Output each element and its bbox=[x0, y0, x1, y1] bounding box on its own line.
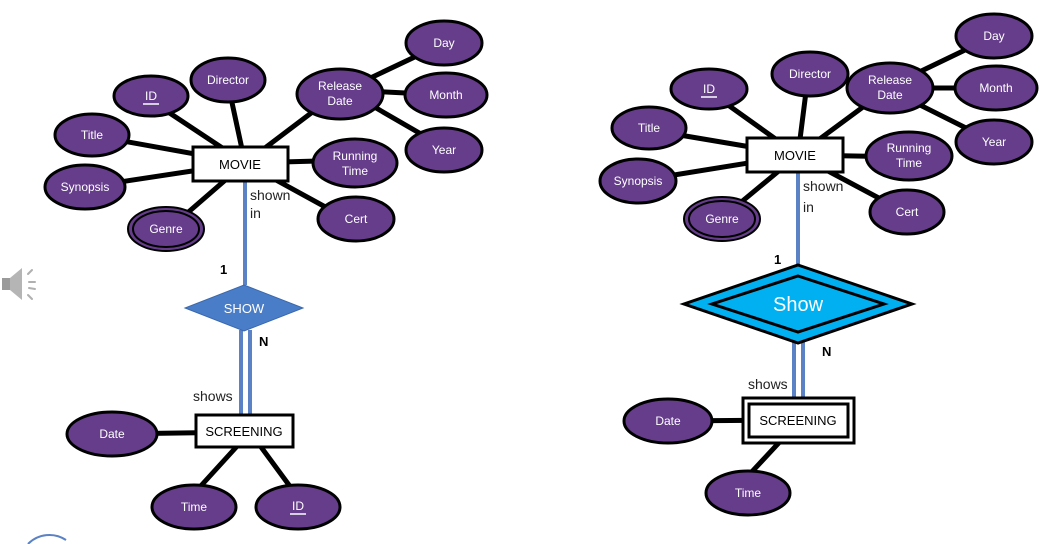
svg-text:Year: Year bbox=[432, 143, 456, 157]
right-cardinality-one: 1 bbox=[774, 252, 781, 267]
svg-text:Year: Year bbox=[982, 135, 1006, 149]
svg-text:SCREENING: SCREENING bbox=[759, 413, 836, 428]
svg-text:Time: Time bbox=[735, 486, 762, 500]
svg-text:Date: Date bbox=[877, 88, 903, 102]
left-attr-day: Day bbox=[404, 19, 484, 67]
svg-text:Day: Day bbox=[433, 36, 454, 50]
svg-text:Time: Time bbox=[181, 500, 208, 514]
svg-text:Date: Date bbox=[655, 414, 681, 428]
right-attr-time: Time bbox=[704, 469, 792, 517]
left-attr-time: Time bbox=[150, 483, 238, 531]
svg-text:Release: Release bbox=[868, 73, 912, 87]
left-attr-running-time: Running Time bbox=[311, 137, 399, 189]
right-relationship-lines bbox=[792, 172, 805, 400]
svg-text:Title: Title bbox=[638, 121, 661, 135]
bottom-circle-fragment bbox=[27, 534, 67, 544]
svg-text:Release: Release bbox=[318, 79, 362, 93]
left-relationship-lines bbox=[239, 182, 252, 414]
svg-text:Director: Director bbox=[207, 73, 249, 87]
right-attr-genre: Genre bbox=[683, 196, 761, 242]
right-entity-movie: MOVIE bbox=[745, 136, 845, 174]
left-relationship-show: SHOW bbox=[183, 284, 305, 332]
svg-text:Month: Month bbox=[979, 81, 1012, 95]
svg-text:MOVIE: MOVIE bbox=[774, 148, 816, 163]
left-entity-screening: SCREENING bbox=[194, 413, 295, 449]
left-cardinality-one: 1 bbox=[220, 262, 227, 277]
left-attr-cert: Cert bbox=[316, 195, 396, 243]
svg-text:Show: Show bbox=[773, 294, 824, 316]
left-diagram: ID Director Release Date Day Month Year … bbox=[43, 19, 489, 531]
right-label-shown: shown bbox=[803, 178, 843, 194]
svg-text:Day: Day bbox=[983, 29, 1004, 43]
left-cardinality-many: N bbox=[259, 334, 268, 349]
svg-text:ID: ID bbox=[145, 89, 157, 103]
left-attr-screening-id: ID bbox=[254, 483, 342, 531]
right-attr-month: Month bbox=[953, 64, 1039, 112]
left-attr-synopsis: Synopsis bbox=[43, 163, 127, 211]
svg-text:SCREENING: SCREENING bbox=[205, 424, 282, 439]
left-label-shown: shown bbox=[250, 187, 290, 203]
svg-text:Date: Date bbox=[99, 427, 125, 441]
right-attr-year: Year bbox=[954, 118, 1034, 166]
right-attr-title: Title bbox=[610, 105, 688, 151]
right-relationship-show: Show bbox=[679, 263, 917, 345]
svg-text:ID: ID bbox=[703, 82, 715, 96]
right-attr-release-date: Release Date bbox=[845, 61, 935, 115]
svg-text:Date: Date bbox=[327, 94, 353, 108]
right-attr-running-time: Running Time bbox=[864, 130, 954, 182]
left-attr-director: Director bbox=[189, 56, 267, 104]
svg-text:Time: Time bbox=[896, 156, 923, 170]
svg-text:Cert: Cert bbox=[345, 212, 368, 226]
left-attr-month: Month bbox=[403, 71, 489, 119]
svg-text:Genre: Genre bbox=[705, 212, 739, 226]
svg-text:Title: Title bbox=[81, 128, 104, 142]
svg-text:ID: ID bbox=[292, 499, 304, 513]
left-entity-movie: MOVIE bbox=[191, 145, 290, 183]
right-attr-cert: Cert bbox=[868, 188, 946, 236]
left-label-in: in bbox=[250, 205, 261, 221]
svg-text:Running: Running bbox=[887, 141, 932, 155]
right-attr-director: Director bbox=[770, 50, 850, 98]
right-attr-day: Day bbox=[954, 12, 1034, 60]
speaker-icon[interactable] bbox=[2, 268, 36, 300]
svg-text:Synopsis: Synopsis bbox=[614, 174, 663, 188]
right-cardinality-many: N bbox=[822, 344, 831, 359]
svg-text:Genre: Genre bbox=[149, 222, 183, 236]
right-diagram: ID Director Release Date Day Month Year … bbox=[598, 12, 1039, 517]
left-attr-id: ID bbox=[112, 74, 190, 118]
left-label-shows: shows bbox=[193, 388, 233, 404]
right-label-in: in bbox=[803, 199, 814, 215]
right-attr-date: Date bbox=[622, 397, 714, 445]
svg-text:Cert: Cert bbox=[896, 205, 919, 219]
right-attr-synopsis: Synopsis bbox=[598, 157, 678, 205]
right-attr-id: ID bbox=[669, 67, 749, 111]
svg-text:Month: Month bbox=[429, 88, 462, 102]
left-attr-release-date: Release Date bbox=[295, 67, 385, 121]
svg-text:Director: Director bbox=[789, 67, 831, 81]
svg-text:Synopsis: Synopsis bbox=[61, 180, 110, 194]
left-attr-date: Date bbox=[65, 410, 159, 458]
svg-text:MOVIE: MOVIE bbox=[219, 157, 261, 172]
right-entity-screening: SCREENING bbox=[741, 396, 856, 445]
svg-text:SHOW: SHOW bbox=[224, 301, 265, 316]
right-label-shows: shows bbox=[748, 376, 788, 392]
left-attr-genre: Genre bbox=[127, 206, 205, 252]
left-attr-year: Year bbox=[404, 126, 484, 174]
svg-text:Time: Time bbox=[342, 164, 369, 178]
svg-text:Running: Running bbox=[333, 149, 378, 163]
left-attr-title: Title bbox=[53, 112, 131, 158]
